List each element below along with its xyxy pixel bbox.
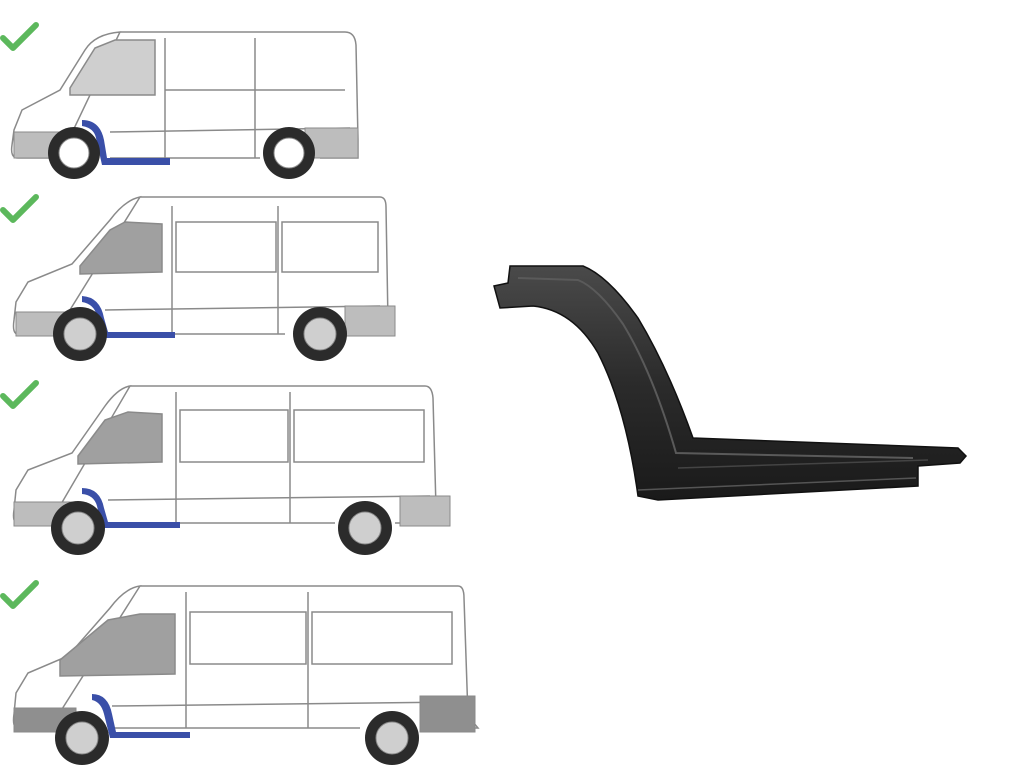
van-variant-3: [0, 378, 460, 563]
van-variant-1: [0, 20, 380, 190]
check-icon: [0, 20, 40, 56]
check-icon: [0, 192, 40, 228]
check-icon: [0, 378, 40, 414]
van-variant-4: [0, 578, 490, 768]
check-icon: [0, 578, 40, 614]
repair-panel-drawing: [493, 265, 968, 501]
van-drawing: [12, 195, 396, 361]
repair-panel: [488, 258, 978, 508]
van-drawing: [10, 31, 359, 179]
van-drawing: [12, 384, 451, 555]
van-drawing: [12, 585, 480, 765]
van-variant-2: [0, 192, 410, 372]
